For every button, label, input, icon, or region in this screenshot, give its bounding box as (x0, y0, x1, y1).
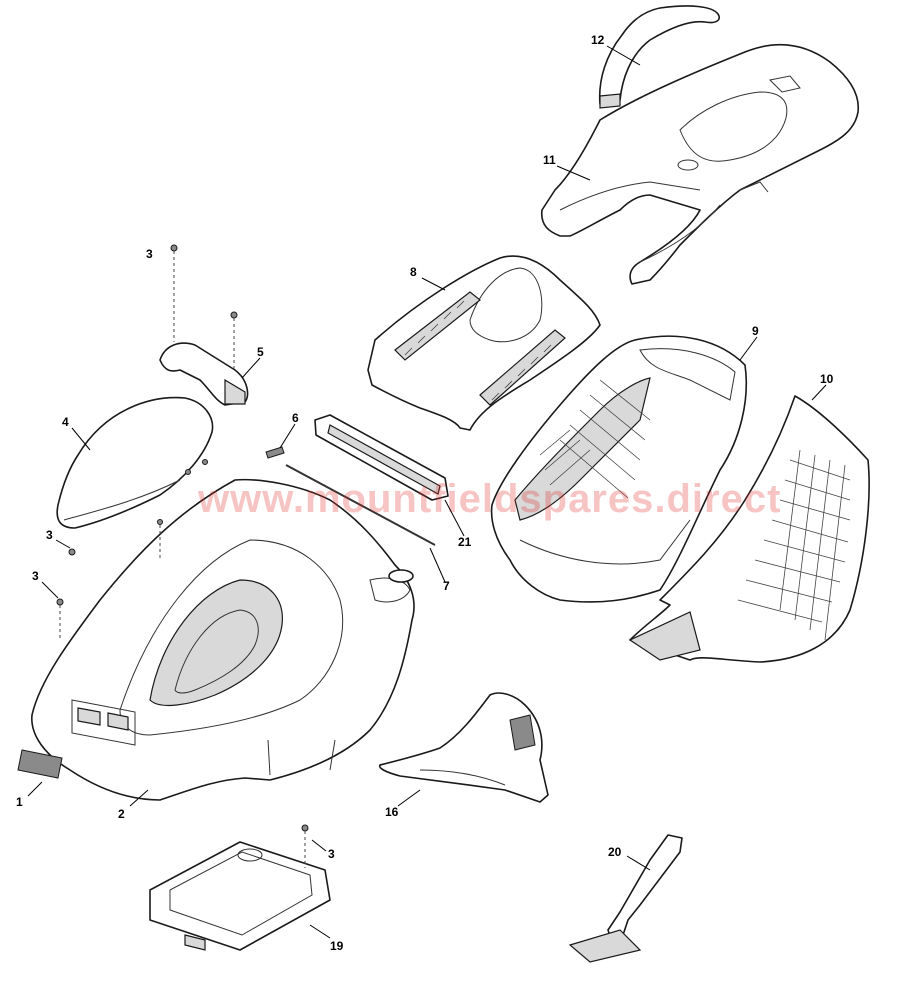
callout-numbers: 12 11 8 9 10 3 5 4 6 21 7 3 3 1 2 16 3 1… (16, 33, 834, 953)
callout-20: 20 (608, 845, 622, 859)
callout-5: 5 (257, 345, 264, 359)
callout-3-left: 3 (46, 528, 53, 542)
part-12-handle-grip (598, 5, 721, 109)
callout-3-bottom: 3 (328, 847, 335, 861)
part-6-spring-clip (265, 446, 285, 459)
part-19-tray (149, 841, 331, 951)
callout-6: 6 (292, 411, 299, 425)
watermark-text: www.mountfieldspares.direct (197, 477, 781, 521)
callout-8: 8 (410, 265, 417, 279)
screw-near-part-4-b (185, 469, 191, 475)
screw-part-3-left-lower (56, 598, 64, 640)
screw-near-part-5 (230, 311, 238, 370)
part-1-clip (17, 749, 63, 779)
part-21-hinge-bar (314, 414, 449, 501)
callout-7: 7 (443, 579, 450, 593)
callout-10: 10 (820, 372, 834, 386)
callout-4: 4 (62, 415, 69, 429)
part-9-grass-bag-frame (490, 335, 748, 603)
callout-16: 16 (385, 805, 399, 819)
screws (56, 244, 309, 868)
screw-part-3-top (170, 244, 178, 342)
callout-21: 21 (458, 535, 472, 549)
part-20-stand (568, 834, 683, 963)
part-8-rear-flap (367, 255, 601, 431)
part-4-cover-panel (56, 396, 214, 529)
part-7-rod (285, 464, 436, 546)
screw-near-part-2 (157, 519, 163, 560)
part-10-grass-bag-fabric (628, 395, 870, 663)
callout-3-left-lower: 3 (32, 569, 39, 583)
screw-part-3-left (68, 548, 76, 556)
callout-9: 9 (752, 324, 759, 338)
callout-1: 1 (16, 795, 23, 809)
screw-near-part-4-a (202, 459, 208, 465)
callout-12: 12 (591, 33, 605, 47)
part-5-handle-bracket (159, 342, 249, 406)
part-16-chute (378, 692, 549, 803)
callout-19: 19 (330, 939, 344, 953)
screw-part-3-bottom (301, 824, 309, 868)
leader-lines (27, 45, 827, 939)
callout-3-top: 3 (146, 247, 153, 261)
callout-2: 2 (118, 807, 125, 821)
callout-11: 11 (543, 153, 556, 167)
part-2-main-body (31, 478, 415, 801)
part-11-top-cover (540, 44, 859, 285)
